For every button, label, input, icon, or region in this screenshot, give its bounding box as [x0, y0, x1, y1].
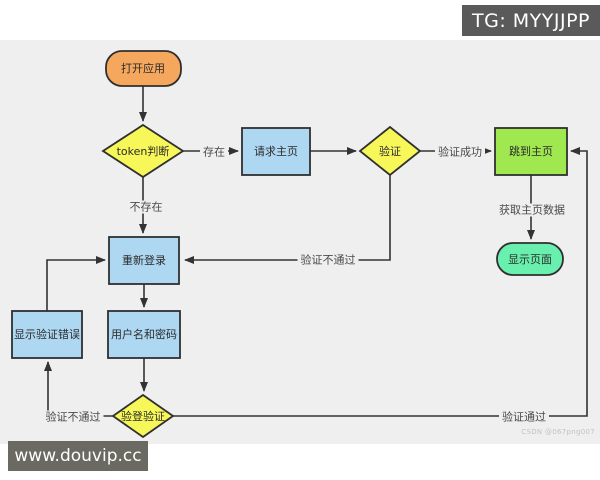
login-verify-diamond — [111, 393, 175, 439]
edge-label-verify-fail-top: 验证不通过 — [297, 253, 359, 267]
node-open-app-label: 打开应用 — [121, 62, 165, 75]
node-show-verify-error-label: 显示验证错误 — [14, 328, 80, 341]
open-app-shape — [105, 50, 182, 87]
tg-banner-text: TG: MYYJJPP — [472, 9, 590, 32]
site-banner-text: www.douvip.cc — [14, 446, 142, 466]
node-request-home-label: 请求主页 — [254, 145, 298, 158]
site-banner: www.douvip.cc — [8, 441, 148, 471]
flowchart-canvas: 打开应用 token判断 请求主页 验证 跳到主页 显示页面 重新登录 用户名和… — [0, 40, 600, 444]
node-relogin-label: 重新登录 — [122, 254, 166, 267]
username-password-shape — [107, 310, 181, 359]
edge-loginverify-jumphome — [173, 147, 588, 417]
node-verify-label: 验证 — [379, 145, 401, 158]
token-check-diamond — [101, 123, 185, 179]
edge-label-verify-fail-bottom: 验证不通过 — [42, 410, 104, 424]
node-jump-home-label: 跳到主页 — [509, 145, 553, 158]
edge-showerror-relogin — [46, 256, 106, 311]
edge-label-verify-pass: 验证通过 — [499, 410, 549, 424]
node-username-password-label: 用户名和密码 — [111, 328, 177, 341]
relogin-shape — [108, 236, 180, 285]
show-verify-error-shape — [11, 310, 83, 359]
edge-loginverify-showerror — [44, 361, 113, 417]
edge-label-not-exists: 不存在 — [126, 200, 166, 214]
node-login-verify-label: 验登验证 — [121, 410, 165, 423]
node-token-check-label: token判断 — [116, 145, 170, 158]
verify-diamond — [358, 125, 422, 177]
flowchart-graphics — [11, 50, 588, 439]
edge-label-fetch-home-data: 获取主页数据 — [496, 203, 568, 217]
tg-banner: TG: MYYJJPP — [462, 5, 600, 36]
node-show-page-label: 显示页面 — [508, 253, 552, 266]
csdn-watermark: CSDN @067png007 — [521, 428, 595, 436]
edge-label-exists: 存在 — [200, 145, 228, 159]
jump-home-shape — [494, 127, 568, 176]
show-page-shape — [496, 242, 564, 276]
shape-group — [11, 50, 568, 439]
request-home-shape — [241, 127, 311, 176]
edge-label-verify-success: 验证成功 — [435, 145, 485, 159]
edge-verify-relogin — [184, 175, 391, 264]
